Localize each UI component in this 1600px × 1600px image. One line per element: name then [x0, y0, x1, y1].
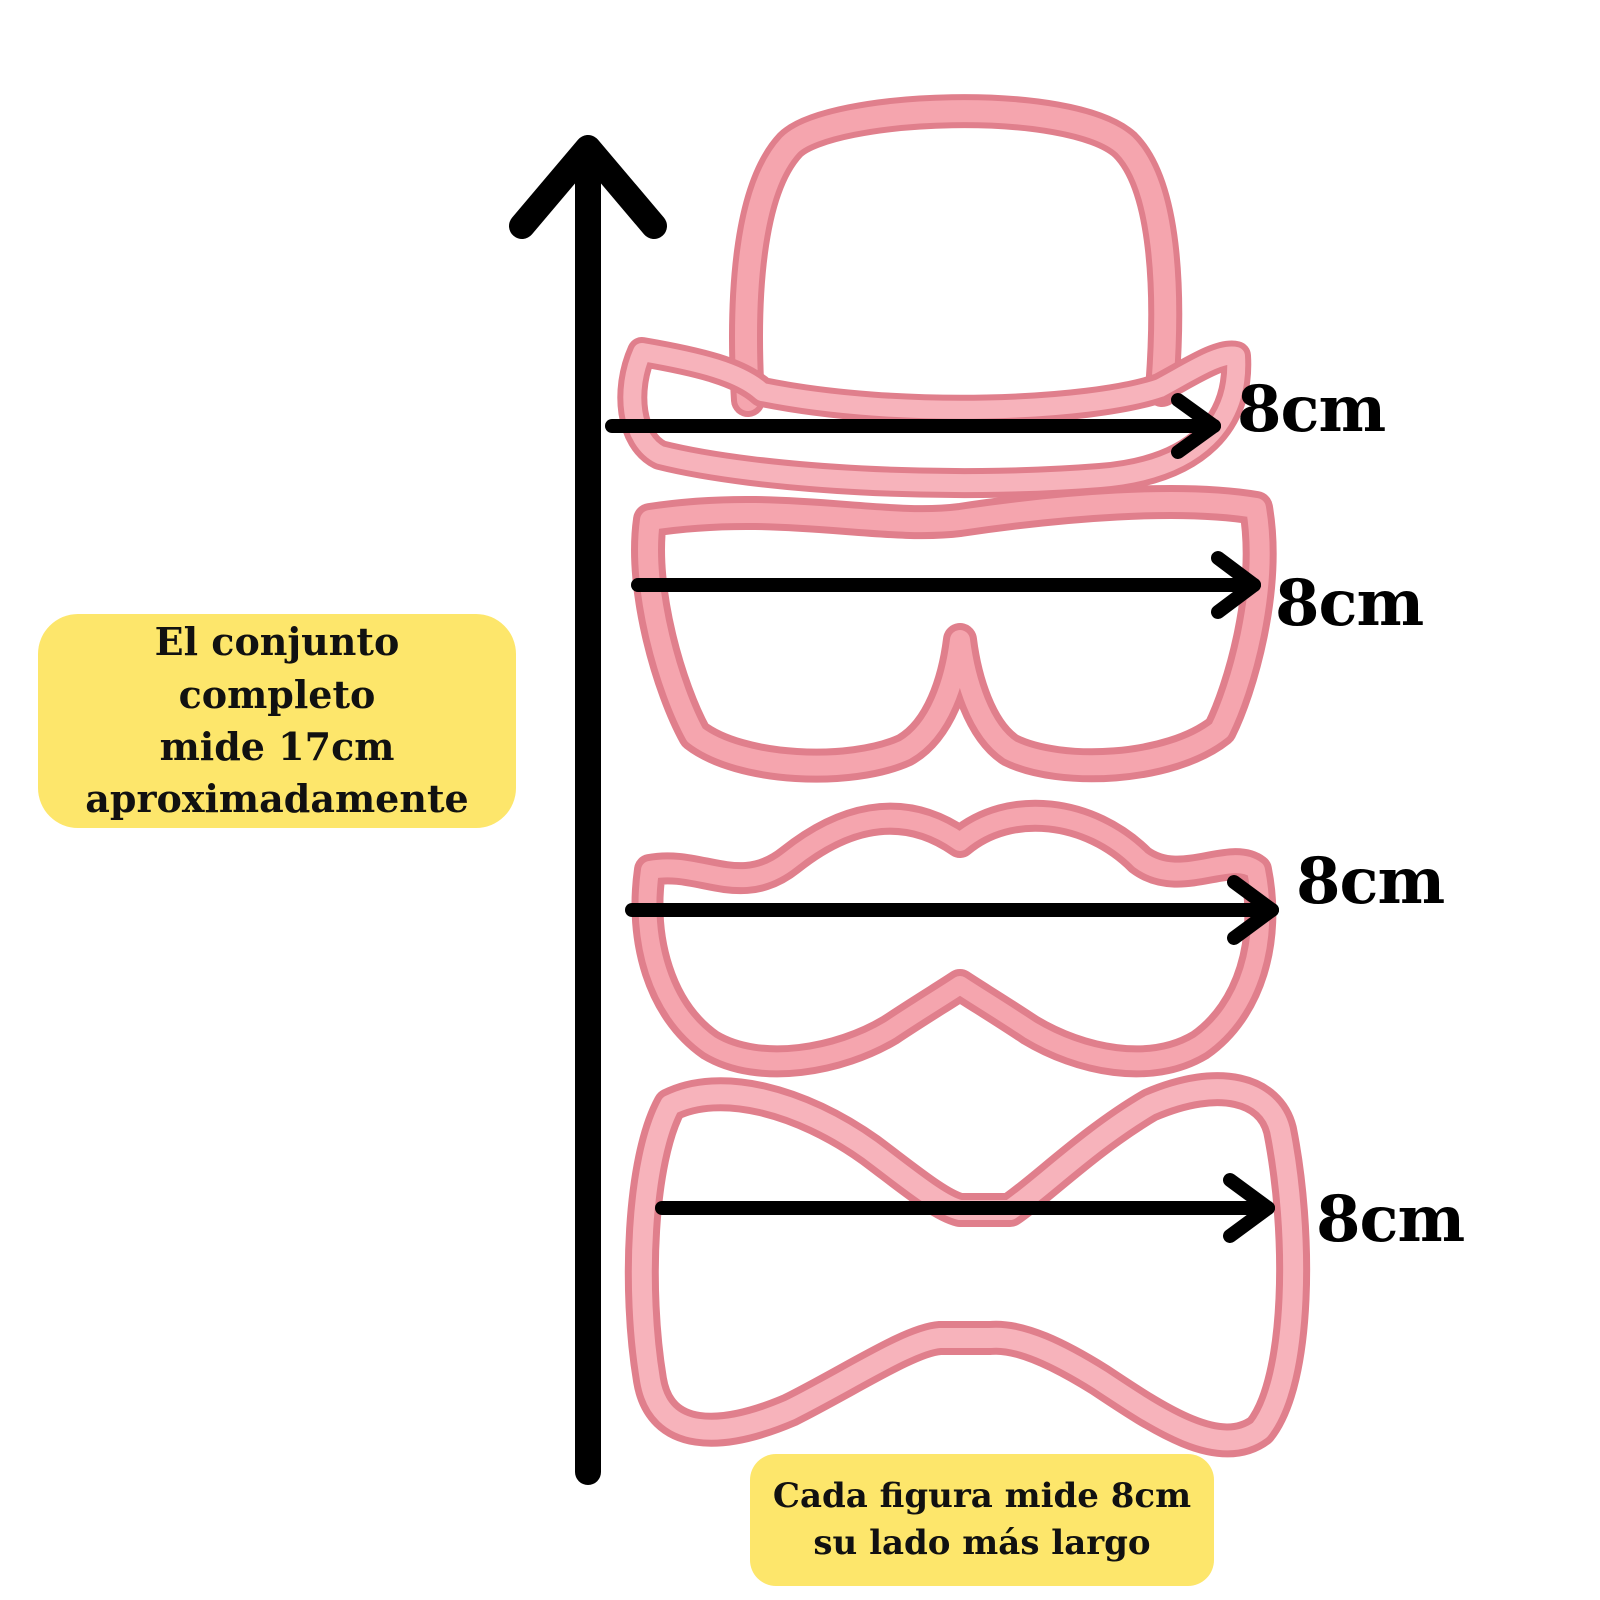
height-arrow: [509, 135, 667, 1485]
bow-tie-measurement: 8cm: [1316, 1182, 1465, 1257]
hat-width-arrow: [605, 393, 1221, 459]
glasses-cookie-cutter: [631, 485, 1277, 783]
bow-tie-cookie-cutter: [624, 1072, 1311, 1458]
full-set-line-3: aproximadamente: [85, 776, 469, 822]
full-set-line-1: El conjunto completo: [154, 619, 400, 717]
bow-tie-width-arrow: [655, 1173, 1275, 1243]
mustache-cookie-cutter: [631, 799, 1277, 1078]
full-set-line-2: mide 17cm: [159, 724, 395, 769]
full-set-size-callout: El conjunto completo mide 17cm aproximad…: [38, 614, 516, 828]
each-figure-line-1: Cada figura mide 8cm: [772, 1476, 1192, 1517]
mustache-measurement: 8cm: [1296, 844, 1445, 919]
mustache-width-arrow: [625, 875, 1279, 945]
each-figure-line-2: su lado más largo: [813, 1523, 1151, 1563]
glasses-measurement: 8cm: [1275, 566, 1424, 641]
each-figure-size-callout: Cada figura mide 8cm su lado más largo: [750, 1454, 1214, 1586]
glasses-width-arrow: [631, 551, 1261, 619]
hat-cookie-cutter: [617, 94, 1252, 499]
hat-measurement: 8cm: [1237, 372, 1386, 447]
